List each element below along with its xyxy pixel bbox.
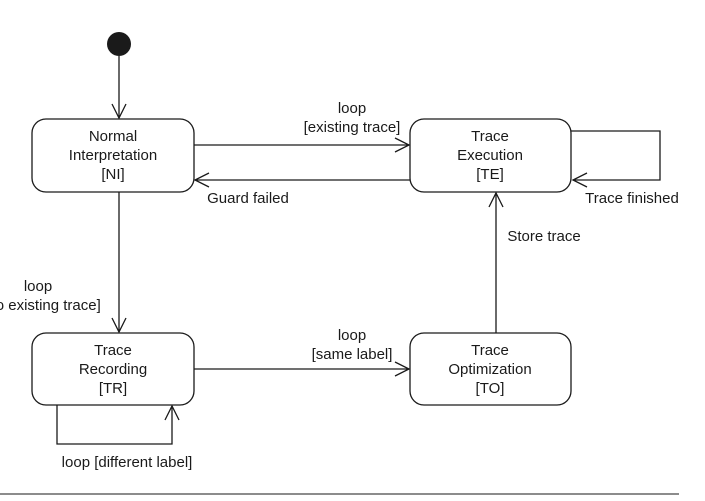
state-to-line-1: Trace [471, 342, 509, 359]
transition-ni-to-tr-label-1: loop [24, 278, 52, 295]
state-tr-line-1: Trace [94, 342, 132, 359]
state-te-line-1: Trace [471, 128, 509, 145]
state-te-line-3: [TE] [476, 166, 504, 183]
state-to-line-2: Optimization [448, 361, 531, 378]
state-ni-line-1: Normal [89, 128, 137, 145]
state-tr-line-3: [TR] [99, 380, 127, 397]
transition-to-to-te-label: Store trace [507, 228, 580, 245]
transition-ni-to-tr: loop [no existing trace] [0, 192, 127, 334]
transition-ni-to-te: loop [existing trace] [194, 100, 411, 153]
transition-tr-to-to-label-1: loop [338, 327, 366, 344]
state-tr-line-2: Recording [79, 361, 147, 378]
transition-tr-to-to: loop [same label] [194, 327, 411, 377]
transition-ni-to-te-label-1: loop [338, 100, 366, 117]
state-trace-execution: Trace Execution [TE] [409, 118, 572, 193]
transition-tr-self-label: loop [different label] [62, 454, 193, 471]
initial-transition-arrowhead [111, 103, 127, 120]
transition-te-to-ni: Guard failed [193, 172, 410, 207]
state-ni-line-2: Interpretation [69, 147, 157, 164]
transition-tr-self: loop [different label] [56, 404, 193, 471]
transition-ni-to-tr-label-2: [no existing trace] [0, 297, 101, 314]
state-trace-recording: Trace Recording [TR] [31, 332, 195, 406]
state-trace-optimization: Trace Optimization [TO] [409, 332, 572, 406]
state-ni-line-3: [NI] [101, 166, 124, 183]
transition-te-to-ni-label: Guard failed [207, 190, 289, 207]
state-te-line-2: Execution [457, 147, 523, 164]
transition-ni-to-te-label-2: [existing trace] [304, 119, 401, 136]
state-normal-interpretation: Normal Interpretation [NI] [31, 118, 195, 193]
state-to-line-3: [TO] [476, 380, 505, 397]
transition-te-self: Trace finished [571, 130, 679, 207]
transition-to-to-te: Store trace [488, 191, 581, 333]
transition-te-self-label: Trace finished [585, 190, 679, 207]
transition-tr-to-to-label-2: [same label] [312, 346, 393, 363]
initial-state [107, 32, 131, 56]
